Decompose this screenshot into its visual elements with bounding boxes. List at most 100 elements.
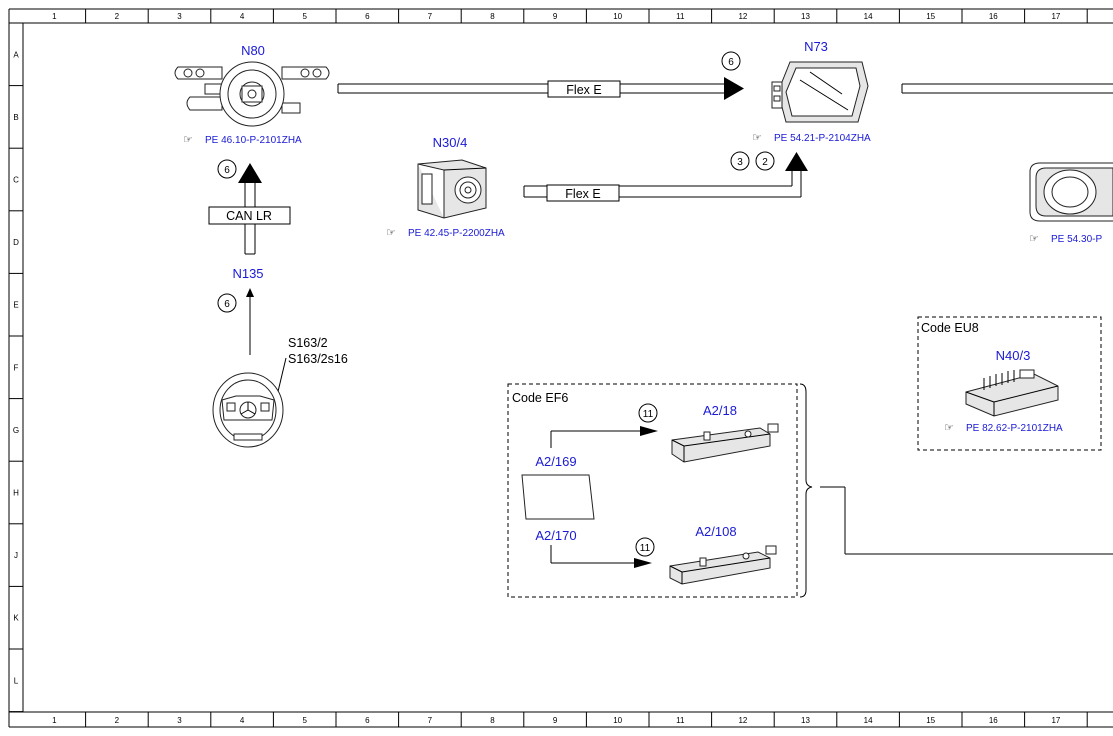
number-badge: 6 <box>224 165 230 176</box>
column-label-bottom: 11 <box>676 716 685 725</box>
column-label-top: 13 <box>801 12 810 21</box>
column-label-top: 8 <box>490 12 495 21</box>
n73-ref[interactable]: ☞ PE 54.21-P-2104ZHA <box>752 131 871 144</box>
n73-label: N73 <box>804 39 828 54</box>
column-label-bottom: 16 <box>989 716 998 725</box>
column-label-bottom: 4 <box>240 716 245 725</box>
n135-component[interactable]: N135 6 <box>217 266 264 355</box>
row-label: F <box>14 363 19 372</box>
column-grid-labels: 1122334455667788991010111112121313141415… <box>52 9 1088 727</box>
s163-label-line1: S163/2 <box>288 336 328 350</box>
arrow-up-icon <box>238 163 262 183</box>
a2-169-label: A2/169 <box>535 454 576 469</box>
right-partial-ref[interactable]: ☞ PE 54.30-P <box>1029 232 1102 245</box>
column-label-bottom: 15 <box>926 716 935 725</box>
flex-e-middle-label: Flex E <box>565 187 600 201</box>
drawing-frame <box>8 8 1113 728</box>
arrow-right-icon <box>634 558 652 568</box>
n80-ref[interactable]: ☞ PE 46.10-P-2101ZHA <box>183 133 302 146</box>
n30-4-component[interactable]: N30/4 ☞ PE 42.45-P-2200ZHA <box>386 135 505 239</box>
flex-e-middle-connection[interactable]: Flex E 3 2 <box>523 151 808 202</box>
code-eu8-group[interactable]: Code EU8 N40/3 ☞ PE 82.62-P-2101ZHA <box>917 316 1102 451</box>
pointing-hand-icon: ☞ <box>386 226 396 239</box>
right-partial-ref-text: PE 54.30-P <box>1051 234 1102 245</box>
can-lr-label: CAN LR <box>226 209 272 223</box>
pointing-hand-icon: ☞ <box>944 421 954 434</box>
row-label: C <box>13 176 19 185</box>
n40-3-label: N40/3 <box>996 348 1031 363</box>
column-label-top: 5 <box>302 12 307 21</box>
number-badge: 6 <box>728 57 734 68</box>
pointing-hand-icon: ☞ <box>183 133 193 146</box>
code-eu8-label: Code EU8 <box>921 321 979 335</box>
arrow-up-icon <box>246 288 254 297</box>
n40-3-ref[interactable]: ☞ PE 82.62-P-2101ZHA <box>944 421 1063 434</box>
pointing-hand-icon: ☞ <box>1029 232 1039 245</box>
row-label: H <box>13 489 19 498</box>
column-label-top: 9 <box>553 12 558 21</box>
column-label-bottom: 1 <box>52 716 57 725</box>
n30-4-ref[interactable]: ☞ PE 42.45-P-2200ZHA <box>386 226 505 239</box>
a2-108-label: A2/108 <box>695 524 736 539</box>
arrow-right-icon <box>724 77 744 100</box>
n30-4-ref-text: PE 42.45-P-2200ZHA <box>408 228 505 239</box>
a2-18-module <box>671 427 771 463</box>
column-label-top: 7 <box>428 12 433 21</box>
can-lr-connection[interactable]: CAN LR 6 <box>208 159 291 255</box>
flex-e-top-label: Flex E <box>566 83 601 97</box>
flex-e-top-connection[interactable]: Flex E 6 <box>337 51 744 100</box>
column-label-bottom: 6 <box>365 716 370 725</box>
row-label: L <box>14 676 19 685</box>
s163-steering-wheel[interactable]: S163/2 S163/2s16 <box>212 336 348 448</box>
a2-108-component[interactable]: A2/108 <box>669 524 777 585</box>
column-label-bottom: 9 <box>553 716 558 725</box>
number-badge: 6 <box>224 299 230 310</box>
column-label-top: 15 <box>926 12 935 21</box>
column-label-top: 10 <box>613 12 622 21</box>
row-label: K <box>13 614 19 623</box>
n80-label: N80 <box>241 43 265 58</box>
column-label-bottom: 8 <box>490 716 495 725</box>
n73-component[interactable]: N73 ☞ PE 54.21-P-2104ZHA <box>752 39 871 144</box>
n80-component[interactable]: N80 ☞ PE 46.10-P-2101ZHA <box>174 43 330 146</box>
n135-label: N135 <box>232 266 263 281</box>
column-label-bottom: 17 <box>1051 716 1060 725</box>
n80-ref-text: PE 46.10-P-2101ZHA <box>205 135 302 146</box>
n30-4-label: N30/4 <box>433 135 468 150</box>
column-label-bottom: 7 <box>428 716 433 725</box>
column-label-top: 3 <box>177 12 182 21</box>
column-label-top: 16 <box>989 12 998 21</box>
a2-170-label: A2/170 <box>535 528 576 543</box>
number-badge: 3 <box>737 157 743 168</box>
a2-18-component[interactable]: A2/18 <box>671 403 779 463</box>
n40-3-component[interactable]: N40/3 ☞ PE 82.62-P-2101ZHA <box>944 348 1063 434</box>
code-ef6-group[interactable]: Code EF6 A2/169 A2/170 11 11 A2/18 <box>507 383 1113 598</box>
column-label-top: 17 <box>1051 12 1060 21</box>
a2-18-label: A2/18 <box>703 403 737 418</box>
a2-108-module <box>669 551 771 585</box>
row-label: A <box>13 50 19 59</box>
a2-169-component[interactable]: A2/169 <box>521 454 595 520</box>
column-label-bottom: 2 <box>115 716 120 725</box>
column-label-bottom: 14 <box>864 716 873 725</box>
right-partial-component[interactable]: ☞ PE 54.30-P <box>1029 162 1113 245</box>
arrow-right-icon <box>640 426 658 436</box>
number-badge: 11 <box>640 543 651 554</box>
arrow-up-icon <box>785 152 808 171</box>
row-label: G <box>13 426 19 435</box>
number-badge: 2 <box>762 157 768 168</box>
n40-3-ref-text: PE 82.62-P-2101ZHA <box>966 423 1063 434</box>
n73-right-connection <box>901 83 1113 94</box>
column-label-top: 6 <box>365 12 370 21</box>
column-label-top: 11 <box>676 12 685 21</box>
column-label-top: 14 <box>864 12 873 21</box>
number-badge: 11 <box>643 409 654 420</box>
column-label-top: 12 <box>738 12 747 21</box>
n73-ref-text: PE 54.21-P-2104ZHA <box>774 133 871 144</box>
n40-3-amplifier <box>965 373 1059 417</box>
column-label-bottom: 12 <box>738 716 747 725</box>
column-label-bottom: 10 <box>613 716 622 725</box>
code-ef6-label: Code EF6 <box>512 391 568 405</box>
